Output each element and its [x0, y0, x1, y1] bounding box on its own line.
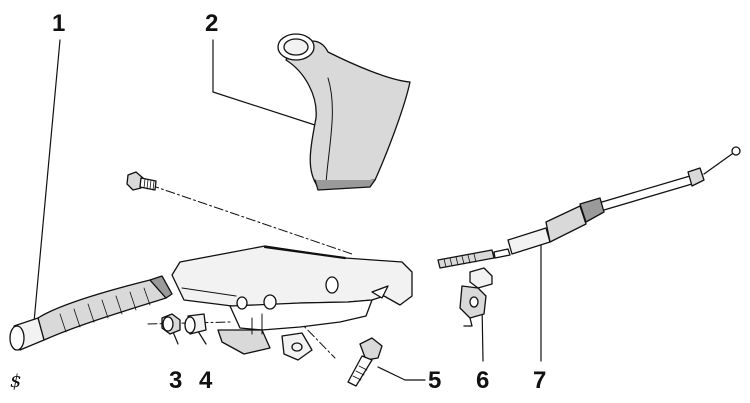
axis-upper-bolt — [149, 184, 353, 255]
boot-icon — [277, 33, 411, 191]
cable-inner-rod — [493, 248, 511, 259]
cable-sleeve-a — [507, 227, 551, 255]
clip-hole — [469, 296, 479, 308]
lever-tab-hole — [291, 342, 303, 352]
lever-inner-edge — [181, 287, 263, 335]
cable-inner-wire — [703, 153, 733, 175]
upper-bolt-icon — [126, 171, 157, 191]
callout-6: 6 — [476, 367, 490, 394]
leader-1 — [33, 39, 61, 323]
corner-mark: $ — [10, 371, 22, 392]
cable-icon — [437, 146, 741, 269]
lever-tab — [281, 332, 313, 361]
sleeve-face — [184, 316, 196, 334]
cable-thread-lines — [443, 253, 477, 268]
clip-tab — [463, 317, 473, 327]
leader-2 — [212, 39, 319, 127]
cable-collar — [579, 197, 605, 223]
boot-base — [314, 179, 376, 191]
lower-bolt-thread — [352, 365, 368, 381]
lever-arm-top — [171, 245, 413, 308]
lever-pivot-hole-a — [236, 296, 248, 310]
nut-icon — [161, 313, 181, 335]
upper-bolt-head — [126, 171, 144, 191]
cable-thread-end — [437, 249, 495, 269]
lower-bolt-shank — [347, 355, 373, 387]
callout-2: 2 — [205, 10, 219, 37]
callout-4: 4 — [199, 367, 213, 394]
sleeve-icon — [184, 313, 207, 335]
lever-slot — [371, 285, 389, 299]
lever-bracket-icon — [171, 245, 413, 361]
lever-arm-lowerplate — [229, 299, 373, 331]
cable-end-fitting — [687, 167, 705, 187]
lever-grip-icon — [9, 275, 173, 351]
lever-pivot-hole-c — [325, 276, 339, 294]
boot-body — [285, 40, 411, 188]
lever-arm-ridge — [263, 245, 347, 260]
clip-icon — [459, 267, 493, 327]
clip-top — [469, 267, 493, 289]
callout-1: 1 — [52, 10, 66, 37]
cable-outer — [601, 175, 693, 211]
grip-end-face — [9, 325, 25, 351]
boot-opening-rim — [283, 38, 309, 56]
callout-3: 3 — [169, 367, 183, 394]
grip-sleeve — [37, 279, 167, 341]
callout-7: 7 — [533, 367, 547, 394]
cable-end-nipple — [731, 146, 741, 156]
nut-face — [162, 316, 174, 332]
callout-5: 5 — [428, 367, 442, 394]
lever-pivot-hole-b — [263, 294, 277, 310]
leader-5 — [377, 366, 426, 381]
leader-lines — [33, 39, 542, 381]
grip-knurl — [59, 287, 151, 333]
upper-bolt-thread — [143, 178, 155, 191]
grip-collar — [149, 275, 173, 299]
lever-pawl — [217, 329, 271, 355]
boot-seam — [325, 77, 333, 185]
bolt-icon — [347, 337, 383, 387]
cable-sleeve-b — [545, 205, 587, 243]
